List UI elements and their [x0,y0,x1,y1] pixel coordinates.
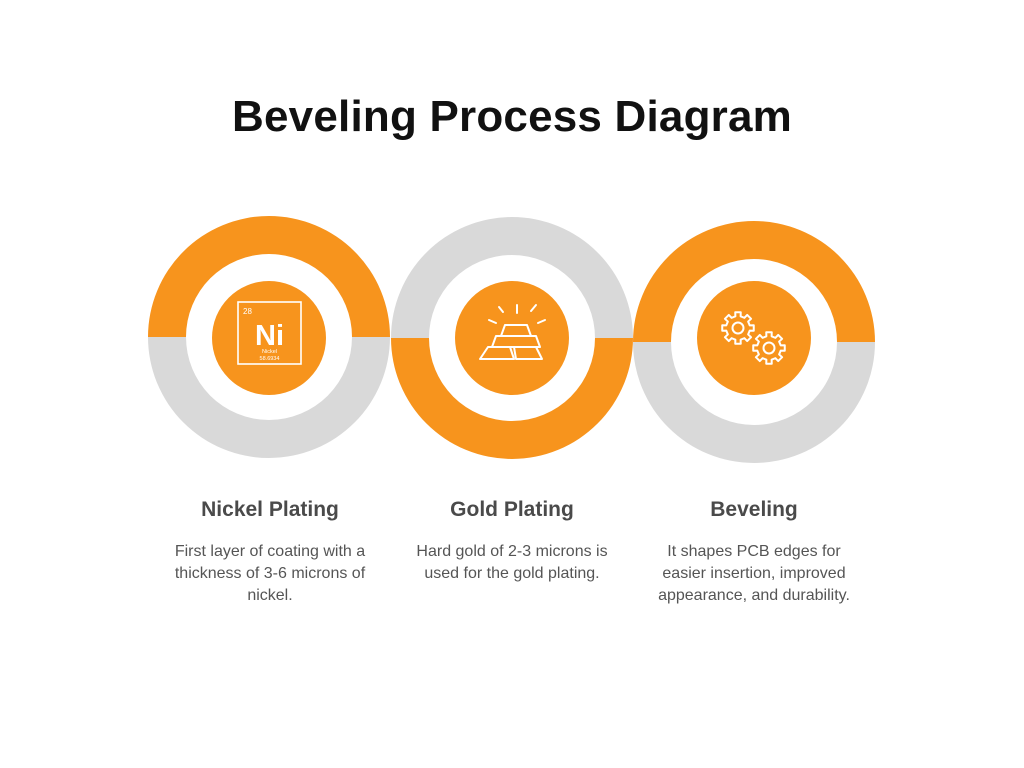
element-number: 28 [243,307,252,316]
gear-icon [721,311,755,345]
step-2-heading: Gold Plating [450,498,574,521]
nickel-element-icon: 28 Ni Nickel 58.6934 [237,301,302,365]
step-2-center-disc [455,281,569,395]
step-3-description: It shapes PCB edges for easier insertion… [658,543,850,604]
step-2-node [391,217,633,459]
step-1-description: First layer of coating with a thickness … [174,543,366,604]
step-1-heading: Nickel Plating [201,498,339,521]
step-1-ring-bottom [148,337,390,458]
step-1-node: 28 Ni Nickel 58.6934 [148,216,390,458]
step-3-ring-top [633,221,875,342]
gear-icon [752,331,786,365]
step-2-description: Hard gold of 2-3 microns is used for the… [416,543,608,582]
diagram-title: Beveling Process Diagram [232,92,792,141]
step-3-ring-bottom [633,342,875,463]
step-3-center-disc [697,281,811,395]
gold-bars-icon [479,304,546,360]
step-3-node [633,221,875,463]
element-symbol: Ni [255,320,284,352]
element-name: Nickel [262,349,277,355]
step-1-center-disc [212,281,326,395]
step-2-ring-top [391,217,633,338]
step-2-ring-bottom [391,338,633,459]
element-mass: 58.6934 [260,356,280,362]
gears-icon [721,311,786,365]
step-3-heading: Beveling [710,498,798,521]
step-1-ring-top [148,216,390,337]
